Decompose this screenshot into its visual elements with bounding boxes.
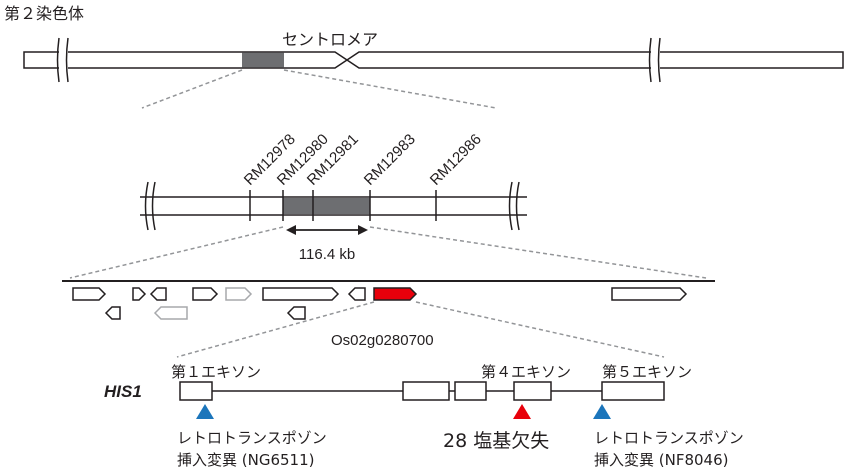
- gene-arrow: [104, 306, 121, 320]
- gene-arrow: [262, 287, 340, 301]
- gene-arrow: [225, 287, 253, 301]
- marker-bar: [140, 181, 527, 231]
- marker-labels: RM12978 RM12980 RM12981 RM12983 RM12986: [241, 131, 485, 189]
- chromosome-break-left: [56, 37, 69, 83]
- mutation-label: レトロトランスポゾン: [594, 429, 744, 447]
- exon-1: [179, 381, 213, 401]
- insertion-marker-nf8046: [593, 404, 611, 419]
- exon-2: [402, 381, 450, 401]
- zoom-lines-3: [176, 301, 665, 358]
- chromosome-region-highlight: [242, 52, 284, 68]
- gene-arrow: [192, 287, 219, 301]
- gene-arrow: [286, 306, 306, 320]
- exon-label: 第４エキソン: [481, 363, 571, 381]
- chromosome-bar: [23, 51, 844, 69]
- exon-3: [454, 381, 487, 401]
- marker-label: RM12983: [361, 131, 419, 189]
- zoom-lines-2: [69, 226, 707, 279]
- exon-label: 第５エキソン: [602, 363, 692, 381]
- gene-arrow: [153, 306, 188, 320]
- centromere-label: セントロメア: [282, 30, 378, 49]
- marker-region-highlight: [283, 198, 370, 214]
- mutation-label: 挿入変異 (NG6511): [177, 451, 315, 469]
- gene-arrow: [132, 287, 147, 301]
- marker-break-left: [144, 181, 156, 231]
- deletion-marker: [513, 404, 531, 419]
- marker-label: RM12986: [427, 131, 485, 189]
- mutation-label: 挿入変異 (NF8046): [594, 451, 729, 469]
- zoom-lines-1: [141, 69, 497, 109]
- gene-arrow: [72, 287, 107, 301]
- marker-break-right: [508, 181, 520, 231]
- interval-label: 116.4 kb: [299, 246, 355, 263]
- interval-arrow: [286, 225, 368, 235]
- exon-label: 第１エキソン: [171, 363, 261, 381]
- mutation-label: レトロトランスポゾン: [177, 429, 327, 447]
- gene-name: HIS1: [104, 382, 142, 401]
- exons: [179, 381, 665, 401]
- insertion-marker-ng6511: [196, 404, 214, 419]
- gene-arrows: [72, 287, 688, 320]
- exon-5: [601, 381, 665, 401]
- chromosome-break-right: [648, 37, 661, 83]
- chromosome-title: 第２染色体: [4, 4, 84, 23]
- gene-arrow: [347, 287, 366, 301]
- gene-arrow: [149, 287, 167, 301]
- gene-id-label: Os02g0280700: [331, 332, 434, 349]
- gene-arrow: [611, 287, 688, 301]
- target-gene-arrow: [373, 287, 418, 301]
- exon-4: [513, 381, 552, 401]
- mutation-label: 28 塩基欠失: [443, 430, 549, 452]
